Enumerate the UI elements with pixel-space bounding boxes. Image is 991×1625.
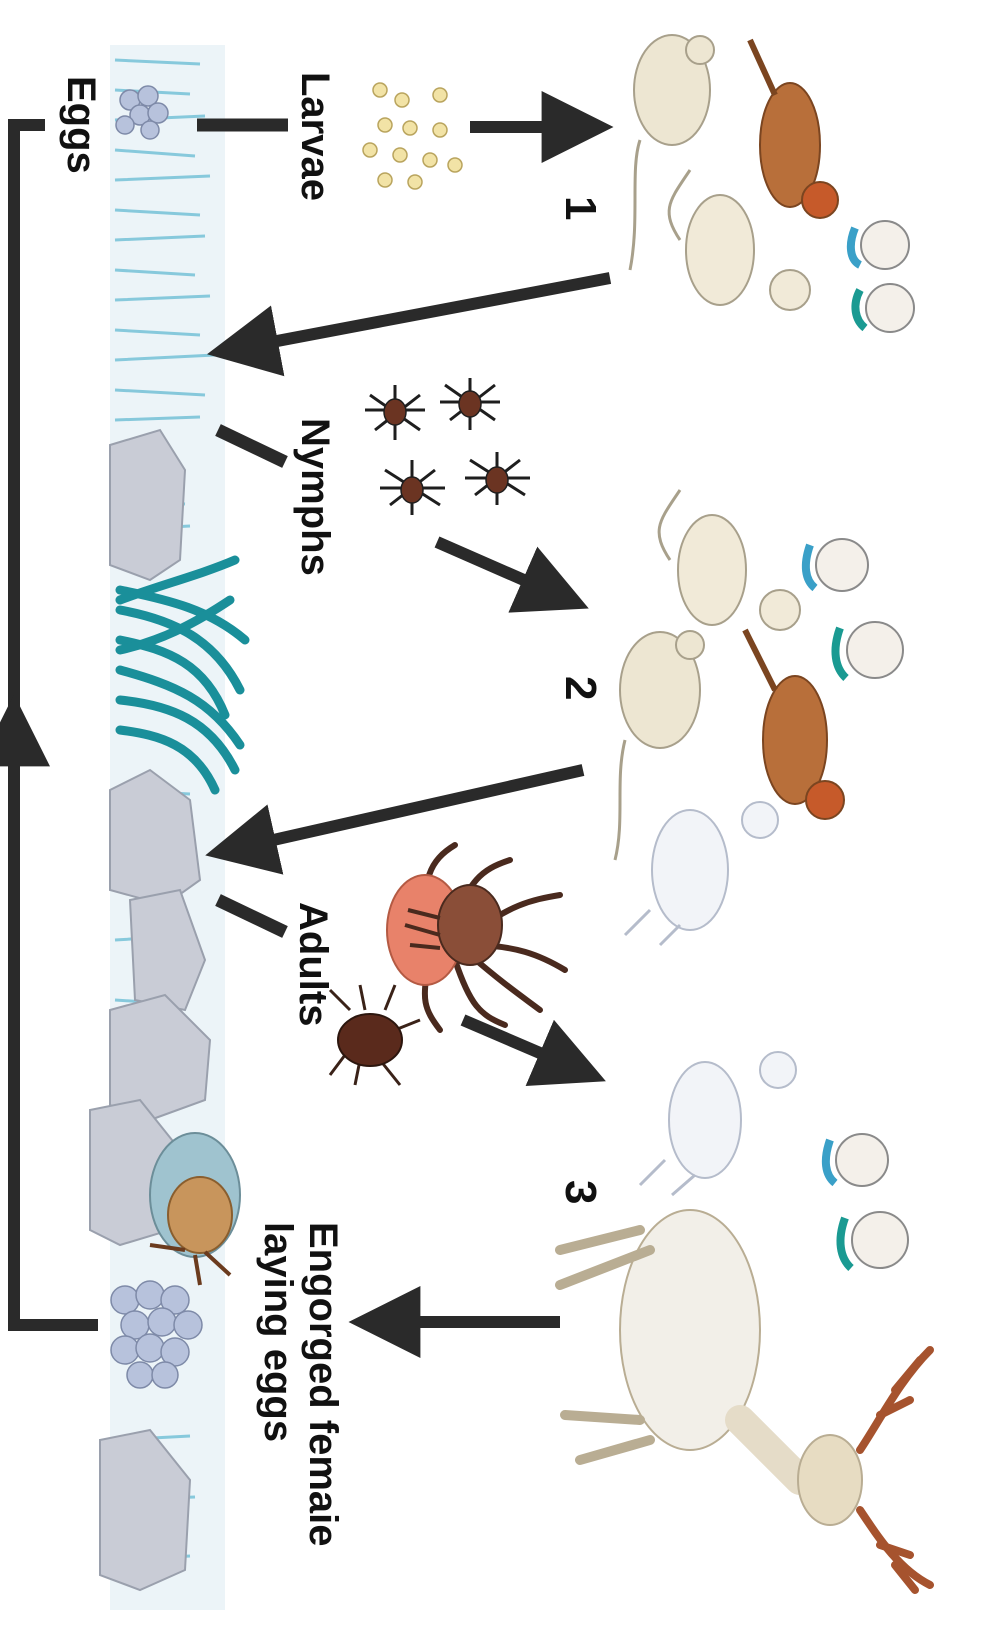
bird-icon bbox=[745, 630, 844, 819]
arrow-hosts1-to-nymphs bbox=[240, 278, 610, 348]
arrow-adults-to-hosts bbox=[463, 1020, 575, 1068]
human-icon bbox=[840, 1212, 908, 1268]
bird-icon bbox=[750, 40, 838, 218]
hosts-stage-1 bbox=[630, 35, 914, 332]
eggs-label: Eggs bbox=[59, 76, 103, 174]
stage-1-number: 1 bbox=[556, 196, 605, 220]
hosts-stage-2 bbox=[615, 490, 903, 945]
adults-label: Adults bbox=[291, 902, 335, 1026]
human-icon bbox=[851, 221, 909, 269]
human-icon bbox=[835, 622, 903, 678]
stage-3-number: 3 bbox=[556, 1180, 605, 1204]
nymph-ticks bbox=[365, 378, 530, 515]
arrow-nymphs-to-hosts bbox=[437, 542, 558, 595]
engorged-female-label-line1: Engorged femaie bbox=[301, 1222, 345, 1547]
human-icon bbox=[826, 1134, 888, 1186]
stage-2-number: 2 bbox=[556, 676, 605, 700]
ground-strip bbox=[90, 45, 245, 1610]
nymphs-label: Nymphs bbox=[293, 418, 337, 576]
rabbit-icon bbox=[640, 1052, 796, 1195]
engorged-female-label-line2: laying eggs bbox=[256, 1222, 300, 1442]
arrow-hosts2-to-adults bbox=[238, 770, 583, 848]
flow-arrows bbox=[238, 127, 610, 1322]
cycle-arrow bbox=[14, 125, 98, 1325]
hosts-stage-3 bbox=[560, 1052, 930, 1590]
larvae-cluster bbox=[363, 83, 462, 189]
human-icon bbox=[855, 284, 914, 332]
rabbit-icon bbox=[625, 802, 778, 945]
chipmunk-icon bbox=[659, 490, 800, 630]
human-icon bbox=[806, 539, 868, 591]
larvae-label: Larvae bbox=[293, 72, 337, 201]
